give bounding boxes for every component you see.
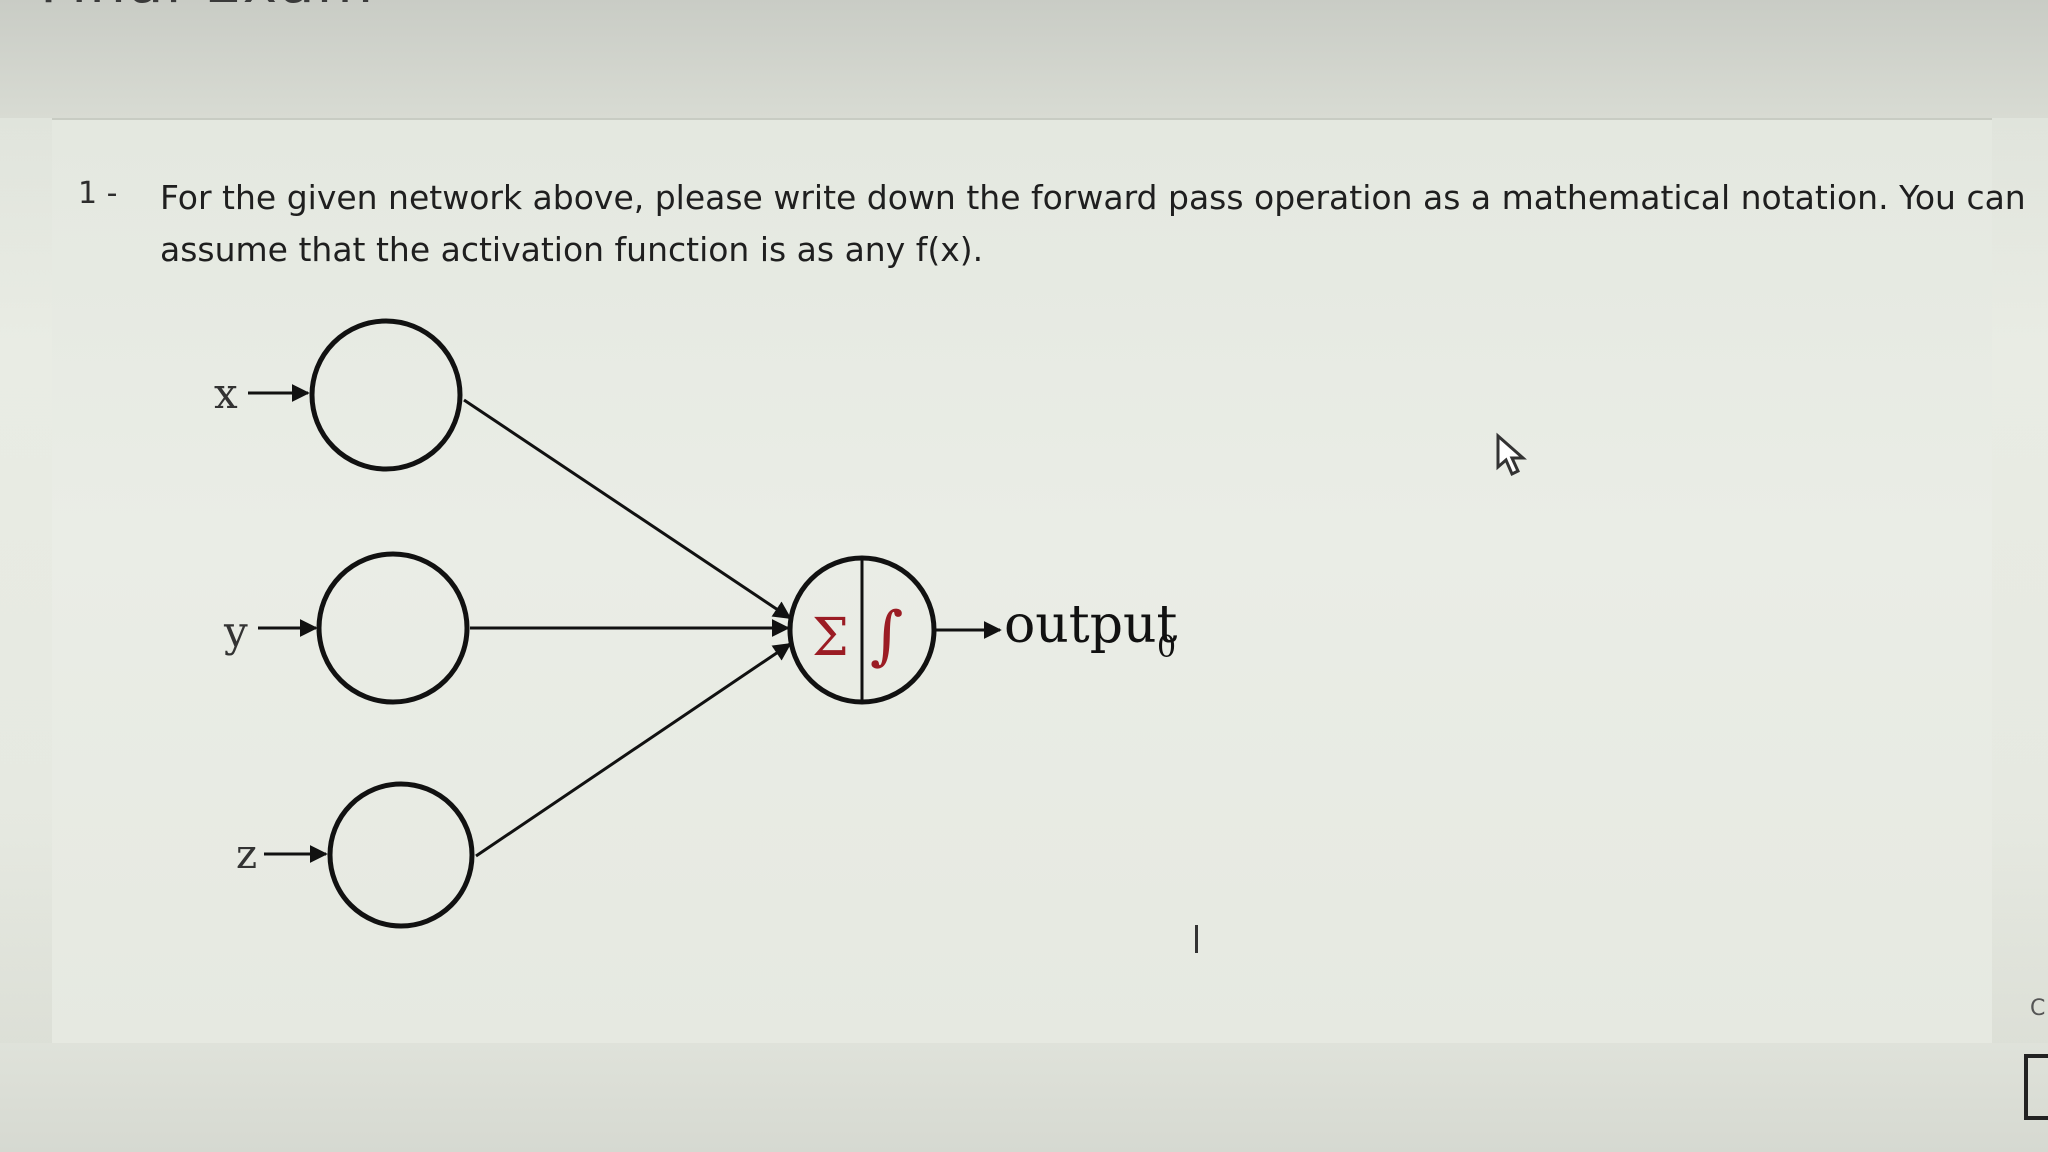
question-text: For the given network above, please writ… — [160, 178, 2026, 269]
bottom-strip — [0, 1043, 2048, 1152]
page-heading-fragment: Final Exam — [40, 0, 375, 16]
input-node-y — [316, 551, 470, 705]
input-z: z — [236, 781, 475, 929]
output-neuron-circle — [787, 555, 937, 705]
output-neuron: Σ ∫ — [787, 555, 937, 705]
input-label-x: x — [214, 369, 238, 418]
input-x: x — [214, 318, 463, 472]
network-connections — [463, 398, 792, 858]
screen-edge-fragment: C — [2030, 996, 2046, 1021]
output-label: output — [1004, 595, 1177, 655]
question-number: 1 - — [78, 176, 118, 211]
input-node-x — [309, 318, 463, 472]
input-node-z — [327, 781, 475, 929]
output-subscript: 0 — [1157, 630, 1176, 665]
screen-edge-box — [2024, 1054, 2048, 1120]
input-label-y: y — [223, 607, 248, 656]
output: output 0 — [936, 595, 1177, 665]
question-panel — [52, 118, 1992, 1045]
text-caret-icon — [1195, 925, 1198, 953]
neuron-activation-symbol: ∫ — [870, 599, 903, 673]
connection-z-to-neuron — [475, 642, 792, 858]
input-y: y — [223, 551, 470, 705]
top-strip — [0, 0, 2048, 118]
neuron-sum-symbol: Σ — [812, 608, 849, 668]
mouse-pointer-icon — [1494, 432, 1528, 478]
connection-x-to-neuron — [463, 398, 792, 620]
input-label-z: z — [236, 832, 257, 878]
